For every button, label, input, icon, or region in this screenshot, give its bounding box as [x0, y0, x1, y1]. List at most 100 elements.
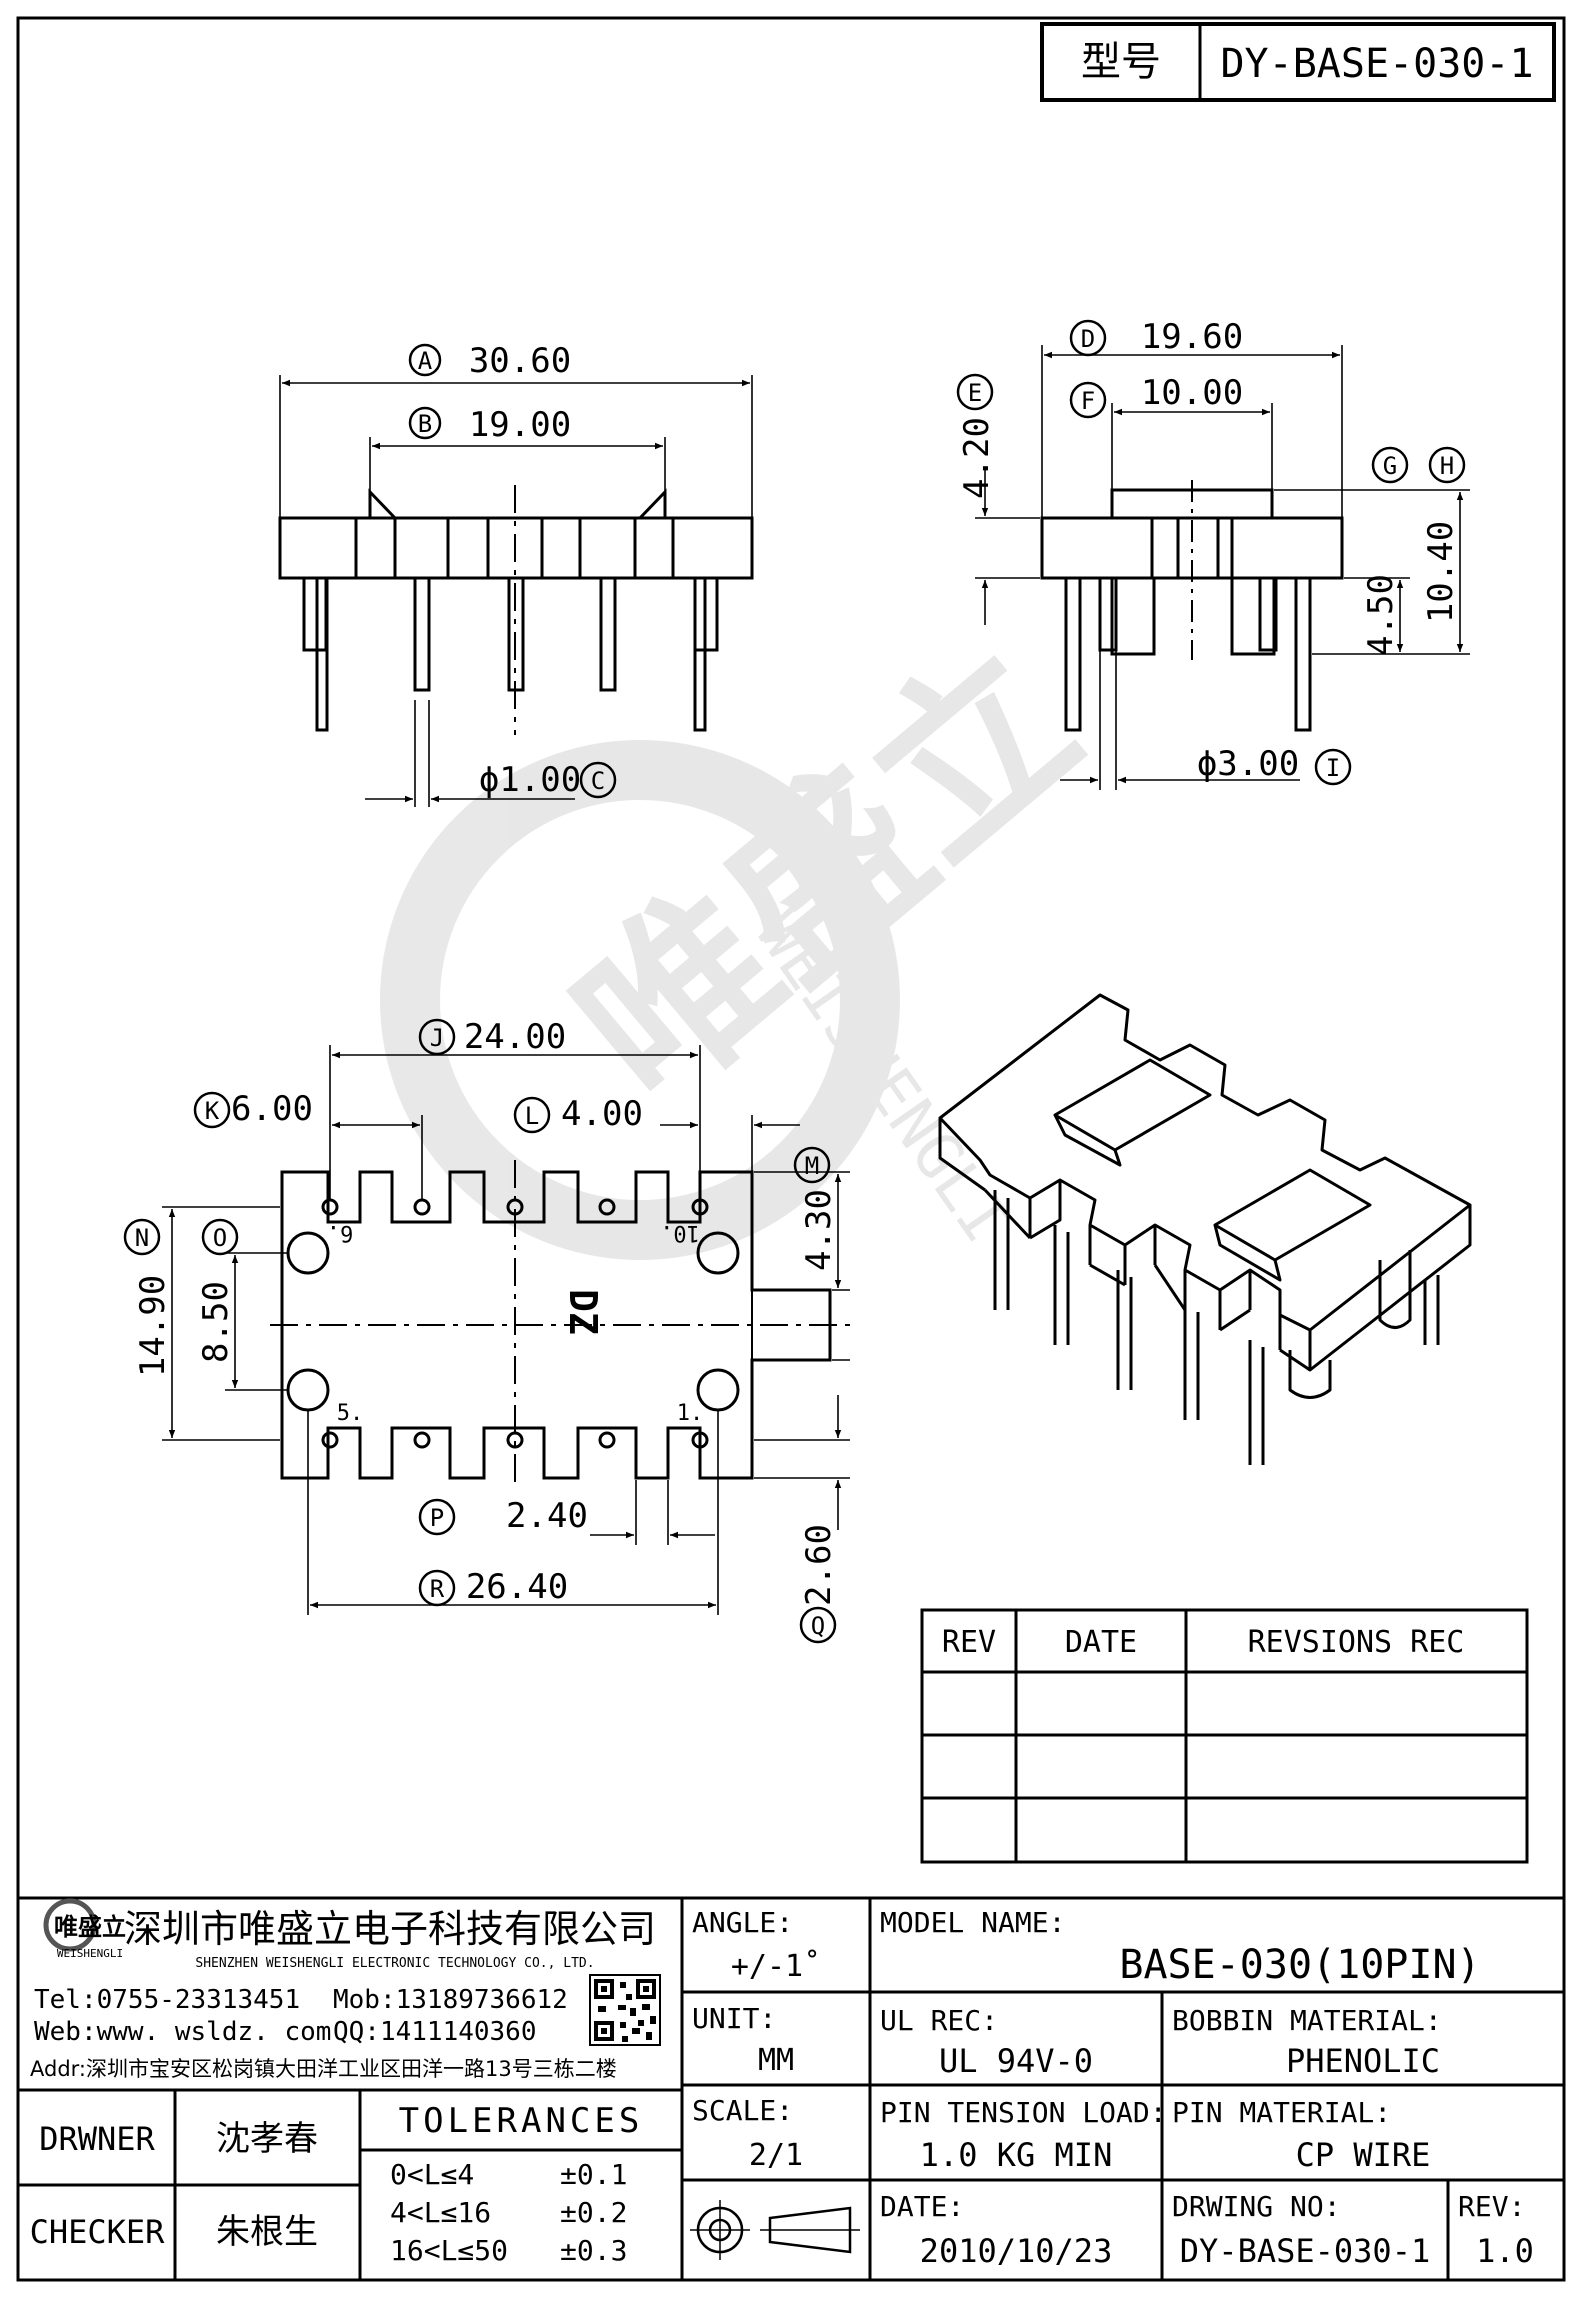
logo-ring	[43, 1898, 97, 1952]
svg-text:K: K	[205, 1097, 220, 1125]
center-mark: DZ	[561, 1289, 605, 1335]
company-addr: Addr:深圳市宝安区松岗镇大田洋工业区田洋一路13号三栋二楼	[30, 2057, 617, 2081]
ul-label: UL REC:	[880, 2004, 998, 2037]
svg-text:2.40: 2.40	[506, 1496, 588, 1536]
model-box: 型号 DY-BASE-030-1	[1040, 22, 1556, 102]
date-header: DATE	[1065, 1625, 1137, 1660]
front-view	[278, 485, 754, 735]
svg-text:4.00: 4.00	[561, 1094, 643, 1134]
bottom-view-labels: 6. 10. 5. 1. DZ	[327, 1220, 704, 1426]
drawing-no-value: DY-BASE-030-1	[1180, 2232, 1430, 2270]
logo-cn: 唯盛立	[54, 1913, 126, 1941]
svg-text:19.00: 19.00	[469, 405, 571, 445]
projection-symbol	[690, 2200, 860, 2260]
sheet-border	[16, 16, 1566, 2282]
watermark-cn: 唯盛立	[537, 608, 1116, 1144]
svg-text:R: R	[430, 1575, 445, 1603]
date-label: DATE:	[880, 2190, 964, 2223]
dim-o: O 8.50	[196, 1218, 239, 1363]
checker-label: CHECKER	[30, 2213, 166, 2251]
rev-header: REV	[942, 1625, 996, 1660]
tol-3-range: 16<L≤50	[390, 2234, 508, 2267]
signatures: DRWNER 沈孝春 CHECKER 朱根生	[30, 2119, 318, 2252]
angle-value: +/-1˚	[731, 1949, 821, 1984]
dim-f: F 10.00	[1069, 373, 1243, 419]
revision-table-headers: REV DATE REVSIONS REC	[942, 1625, 1464, 1660]
svg-text:C: C	[591, 767, 605, 795]
svg-text:30.60: 30.60	[469, 341, 571, 381]
dim-a: A 30.60	[408, 341, 571, 381]
svg-text:ϕ1.00: ϕ1.00	[479, 760, 581, 800]
company-logo: 唯盛立 WEISHENGLI	[43, 1898, 126, 1960]
drawing-no-label: DRWING NO:	[1172, 2190, 1341, 2223]
svg-text:4.20: 4.20	[957, 417, 997, 499]
scale-label: SCALE:	[692, 2094, 793, 2127]
svg-text:26.40: 26.40	[466, 1567, 568, 1607]
svg-text:O: O	[213, 1224, 227, 1252]
title-block	[18, 1896, 1564, 2280]
dim-k: K 6.00	[193, 1089, 313, 1129]
tol-1-range: 0<L≤4	[390, 2158, 474, 2191]
bottom-view-dims	[162, 1045, 850, 1615]
dim-h: H 10.40	[1421, 446, 1466, 623]
dim-c: ϕ1.00 C	[479, 760, 617, 800]
scale-value: 2/1	[749, 2138, 803, 2173]
company-name-en: SHENZHEN WEISHENGLI ELECTRONIC TECHNOLOG…	[195, 1956, 594, 1971]
pin-label-5: 5.	[337, 1401, 364, 1426]
isometric-view	[938, 993, 1472, 1465]
dim-l: L 4.00	[513, 1094, 643, 1134]
rev-value: 1.0	[1476, 2232, 1534, 2270]
company-mob: Mob:13189736612	[333, 1985, 568, 2015]
dim-n: N 14.90	[123, 1218, 173, 1377]
dim-e: E 4.20	[956, 373, 997, 499]
svg-text:M: M	[805, 1152, 819, 1180]
svg-text:G: G	[1383, 452, 1397, 480]
unit-value: MM	[758, 2043, 794, 2078]
dim-d: D 19.60	[1069, 317, 1243, 357]
tol-2-range: 4<L≤16	[390, 2196, 491, 2229]
checker-value: 朱根生	[216, 2212, 318, 2252]
svg-text:I: I	[1326, 754, 1340, 782]
model-label: 型号	[1081, 39, 1161, 85]
company-name-cn: 深圳市唯盛立电子科技有限公司	[124, 1907, 656, 1951]
watermark-ring	[380, 740, 900, 1260]
model-name-value: BASE-030(10PIN)	[1119, 1942, 1480, 1988]
svg-text:4.30: 4.30	[799, 1189, 839, 1271]
front-view-dims	[279, 375, 753, 807]
pin-label-10: 10.	[660, 1220, 700, 1245]
svg-text:6.00: 6.00	[231, 1089, 313, 1129]
company-web: Web:www. wsldz. com	[34, 2017, 331, 2047]
bobbin-label: BOBBIN MATERIAL:	[1172, 2004, 1442, 2037]
side-view-dims	[975, 345, 1470, 790]
svg-text:4.50: 4.50	[1361, 574, 1401, 656]
svg-text:Q: Q	[811, 1612, 825, 1640]
tol-1-value: ±0.1	[560, 2158, 627, 2191]
svg-text:8.50: 8.50	[196, 1281, 236, 1363]
date-value: 2010/10/23	[920, 2232, 1113, 2270]
company-tel: Tel:0755-23313451	[34, 1985, 300, 2015]
pin-tension-value: 1.0 KG MIN	[920, 2136, 1113, 2174]
dim-g: G 4.50	[1361, 446, 1409, 656]
dim-b: B 19.00	[408, 405, 571, 445]
qr-code	[589, 1974, 661, 2046]
drawer-label: DRWNER	[39, 2120, 155, 2158]
svg-text:24.00: 24.00	[464, 1017, 566, 1057]
svg-text:D: D	[1081, 325, 1095, 353]
dim-q: Q 2.60	[799, 1524, 839, 1644]
svg-text:10.00: 10.00	[1141, 373, 1243, 413]
tolerances-title: TOLERANCES	[399, 2101, 644, 2141]
svg-text:14.90: 14.90	[133, 1275, 173, 1377]
svg-text:J: J	[430, 1024, 444, 1052]
rev-label: REV:	[1458, 2190, 1525, 2223]
angle-unit-scale: ANGLE: +/-1˚ UNIT: MM SCALE: 2/1	[690, 1906, 860, 2260]
tol-3-value: ±0.3	[560, 2234, 627, 2267]
pin-label-6: 6.	[327, 1220, 354, 1245]
ul-value: UL 94V-0	[939, 2042, 1093, 2080]
dim-r: R 26.40	[418, 1567, 568, 1607]
svg-text:N: N	[135, 1224, 149, 1252]
dim-m: M 4.30	[793, 1146, 839, 1271]
tol-2-value: ±0.2	[560, 2196, 627, 2229]
unit-label: UNIT:	[692, 2002, 776, 2035]
bobbin-value: PHENOLIC	[1286, 2042, 1440, 2080]
